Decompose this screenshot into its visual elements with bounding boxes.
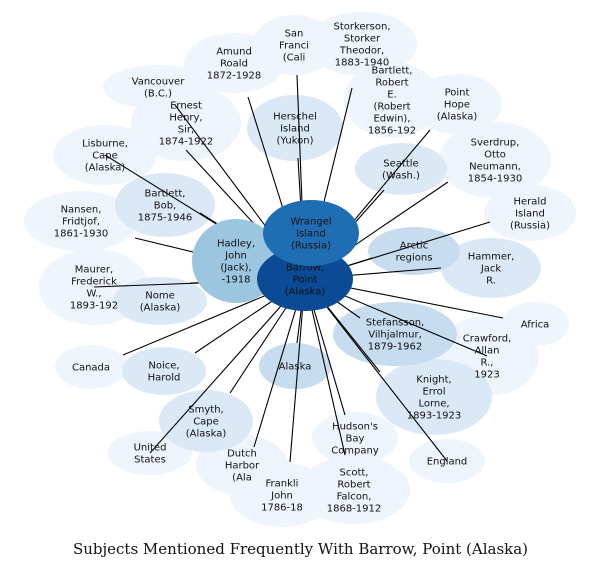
node-canada-bubble	[55, 345, 127, 389]
edge-node-england	[304, 278, 448, 462]
node-arctic-regions[interactable]	[368, 227, 460, 275]
node-africa-label: Africa	[521, 320, 550, 331]
node-alaska-bubble	[259, 343, 331, 389]
node-alaska[interactable]	[259, 343, 331, 389]
node-san-francisco[interactable]	[252, 15, 336, 75]
node-nansen-fridtjof-bubble	[24, 191, 138, 251]
node-bartlett-bob-bubble	[115, 173, 215, 237]
node-point-hope-bubble	[412, 74, 502, 134]
node-vancouver-label: Vancouver(B.C.)	[132, 77, 186, 100]
node-hammer-jack[interactable]	[441, 238, 541, 298]
node-herald-island-bubble	[484, 185, 576, 241]
node-sverdrup-otto[interactable]	[439, 122, 551, 198]
node-nome-label: Nome(Alaska)	[140, 291, 181, 314]
node-herschel-island-bubble	[247, 95, 343, 161]
node-smyth-cape-label: Smyth,Cape(Alaska)	[186, 405, 227, 440]
node-bartlett-robert-bubble	[344, 62, 440, 138]
node-knight-errol-bubble	[376, 359, 492, 435]
node-smyth-cape-bubble	[159, 390, 253, 452]
node-hudsons-bay[interactable]	[312, 412, 398, 464]
node-wrangel-island-bubble	[263, 200, 359, 266]
diagram-title: Subjects Mentioned Frequently With Barro…	[72, 540, 529, 558]
node-nome[interactable]	[113, 277, 207, 325]
node-stefansson-vilhjalmur-bubble	[333, 302, 457, 366]
node-vancouver[interactable]	[103, 65, 213, 109]
node-herschel-island[interactable]	[247, 95, 343, 161]
node-england-label: England	[427, 457, 468, 468]
node-alaska-label: Alaska	[279, 362, 312, 373]
node-canada-label: Canada	[72, 363, 110, 374]
node-nansen-fridtjof[interactable]	[24, 191, 138, 251]
node-wrangel-island[interactable]	[263, 200, 359, 266]
node-noice-harold[interactable]	[122, 347, 206, 395]
node-stefansson-vilhjalmur[interactable]	[333, 302, 457, 366]
nodes	[24, 12, 576, 527]
node-storkerson-storker-bubble	[307, 12, 417, 76]
node-nansen-fridtjof-label: Nansen,Fridtjof,1861-1930	[54, 205, 109, 240]
barrow-point-alaska-label: Barrow,Point(Alaska)	[285, 263, 326, 298]
node-storkerson-storker[interactable]	[307, 12, 417, 76]
node-herald-island[interactable]	[484, 185, 576, 241]
node-san-francisco-bubble	[252, 15, 336, 75]
node-sverdrup-otto-bubble	[439, 122, 551, 198]
node-noice-harold-bubble	[122, 347, 206, 395]
node-hadley-john-label: Hadley,John(Jack),-1918	[217, 239, 255, 286]
node-hammer-jack-bubble	[441, 238, 541, 298]
node-bartlett-robert[interactable]	[344, 62, 440, 138]
node-smyth-cape[interactable]	[159, 390, 253, 452]
node-hudsons-bay-bubble	[312, 412, 398, 464]
edge-node-united-states	[149, 278, 306, 454]
node-nome-bubble	[113, 277, 207, 325]
node-knight-errol[interactable]	[376, 359, 492, 435]
node-bartlett-bob[interactable]	[115, 173, 215, 237]
node-lisburne-cape-label: Lisburne,Cape(Alaska)	[82, 139, 128, 174]
node-canada[interactable]	[55, 345, 127, 389]
node-seattle-label: Seattle(Wash.)	[382, 159, 420, 182]
node-seattle[interactable]	[355, 143, 447, 195]
node-point-hope[interactable]	[412, 74, 502, 134]
node-bartlett-bob-label: Bartlett,Bob,1875-1946	[138, 189, 193, 224]
node-vancouver-bubble	[103, 65, 213, 109]
node-noice-harold-label: Noice,Harold	[148, 361, 181, 384]
node-stefansson-vilhjalmur-label: Stefansson,Vilhjalmur,1879-1962	[366, 318, 424, 353]
node-arctic-regions-bubble	[368, 227, 460, 275]
node-seattle-bubble	[355, 143, 447, 195]
